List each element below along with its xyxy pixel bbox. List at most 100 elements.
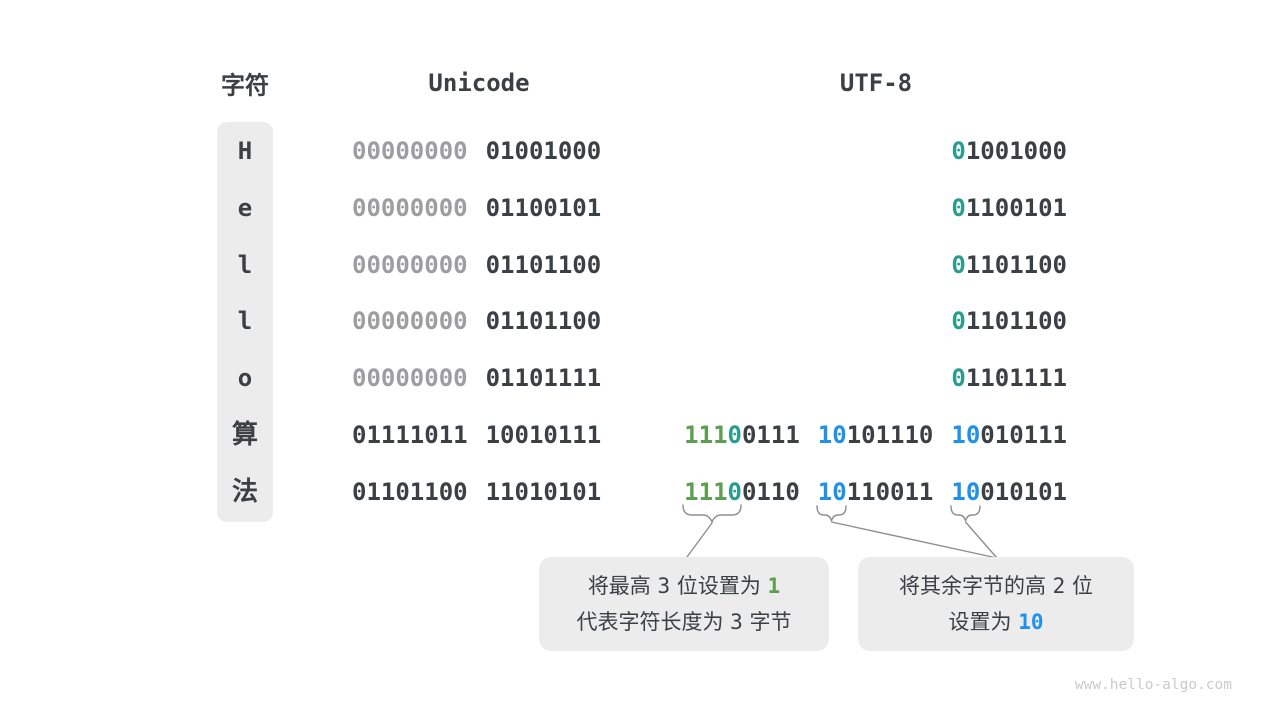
bit-segment: 00000000 (352, 137, 468, 165)
bit-segment: 1 (767, 574, 781, 598)
char-label: l (237, 307, 253, 336)
char-label: 算 (231, 419, 258, 450)
underbrace-continuation-1-icon (816, 505, 847, 522)
bit-segment: 01101100 (485, 250, 602, 279)
utf8-byte: 01101111 (951, 363, 1067, 393)
underbrace-lead-bits-icon (682, 504, 742, 524)
bit-segment: 0 (727, 477, 742, 506)
bit-segment: 10 (817, 477, 847, 506)
utf8-value: 01101100 (951, 250, 1067, 280)
unicode-value: 01111011 10010111 (352, 420, 601, 450)
bit-segment: 0 (951, 364, 966, 392)
unicode-byte: 01101100 (486, 250, 602, 280)
bit-segment: 11010101 (485, 477, 602, 506)
bit-segment: 0110 (741, 477, 800, 506)
unicode-value: 01101100 11010101 (352, 477, 601, 507)
bit-segment: 111 (684, 420, 728, 449)
utf8-byte: 11100111 (684, 420, 800, 450)
bit-segment: 00000000 (352, 193, 468, 222)
bit-segment: 10010111 (485, 420, 602, 449)
bit-segment: 代表字符长度为 (576, 610, 731, 634)
utf8-byte: 10010111 (951, 420, 1067, 450)
connector-line-cont-1 (830, 521, 998, 559)
unicode-byte: 01111011 (352, 420, 468, 450)
unicode-byte: 01100101 (486, 193, 602, 223)
connector-line-cont-2 (964, 521, 998, 559)
unicode-value: 00000000 01101100 (352, 306, 601, 336)
watermark: www.hello-algo.com (1074, 677, 1232, 693)
bit-segment: 01100101 (485, 193, 602, 222)
column-header-unicode: Unicode (428, 69, 530, 97)
column-header-utf8: UTF-8 (839, 69, 913, 97)
unicode-byte: 10010111 (486, 420, 602, 450)
utf8-value: 01100101 (951, 193, 1067, 223)
char-label: 法 (231, 476, 258, 507)
unicode-value: 00000000 01100101 (352, 193, 601, 223)
bit-segment: 0111 (741, 420, 800, 449)
underbrace-continuation-2-icon (950, 505, 981, 522)
bit-segment: 010111 (980, 420, 1067, 449)
utf8-byte: 10010101 (951, 477, 1067, 507)
connector-line-lead (686, 522, 713, 558)
bit-segment: 10 (951, 477, 981, 506)
bit-segment: 位设置为 (670, 574, 768, 598)
bit-segment: 1101111 (965, 364, 1067, 392)
utf8-value: 01001000 (951, 136, 1067, 166)
unicode-byte: 00000000 (352, 250, 468, 280)
unicode-byte: 01101100 (486, 306, 602, 336)
unicode-byte: 00000000 (352, 193, 468, 223)
bit-segment: 111 (684, 477, 728, 506)
bit-segment: 101110 (846, 420, 934, 449)
bit-segment: 设置为 (948, 610, 1019, 634)
unicode-byte: 01101111 (486, 363, 602, 393)
character-column-background (217, 122, 273, 522)
bit-segment: 1100101 (965, 193, 1067, 222)
bit-segment: 将其余字节的高 (898, 574, 1053, 598)
unicode-byte: 00000000 (352, 136, 468, 166)
utf8-byte: 01101100 (951, 250, 1067, 280)
utf8-byte: 11100110 (684, 477, 800, 507)
utf8-byte: 10101110 (818, 420, 934, 450)
bit-segment: 0 (951, 250, 966, 279)
unicode-byte: 01101100 (352, 477, 468, 507)
unicode-byte: 11010101 (486, 477, 602, 507)
callout-continuation-bits: 将其余字节的高 2 位设置为 10 (858, 557, 1134, 651)
bit-segment: 1001000 (965, 137, 1067, 165)
bit-segment: 110011 (846, 477, 934, 506)
utf8-byte: 10110011 (818, 477, 934, 507)
callout-line: 将最高 3 位设置为 1 (539, 568, 829, 604)
unicode-value: 00000000 01101100 (352, 250, 601, 280)
utf8-value: 01101111 (951, 363, 1067, 393)
utf8-byte: 01001000 (951, 136, 1067, 166)
callout-line: 将其余字节的高 2 位 (858, 568, 1134, 604)
bit-segment: 2 (1052, 574, 1066, 598)
unicode-byte: 00000000 (352, 363, 468, 393)
bit-segment: 0 (951, 307, 966, 336)
bit-segment: 00000000 (352, 250, 468, 279)
bit-segment: 01111011 (352, 420, 468, 449)
column-header-char: 字符 (221, 71, 269, 100)
bit-segment: 00000000 (352, 307, 468, 336)
utf8-value: 01101100 (951, 306, 1067, 336)
utf8-byte: 01100101 (951, 193, 1067, 223)
bit-segment: 字节 (742, 610, 792, 634)
bit-segment: 10 (817, 420, 847, 449)
char-label: o (237, 364, 253, 392)
bit-segment: 01101100 (352, 477, 468, 506)
bit-segment: 00000000 (352, 364, 468, 392)
bit-segment: 位 (1065, 574, 1094, 598)
bit-segment: 01101100 (485, 307, 602, 336)
unicode-value: 00000000 01101111 (352, 363, 601, 393)
bit-segment: 0 (727, 420, 742, 449)
bit-segment: 0 (951, 137, 966, 165)
bit-segment: 1101100 (965, 250, 1067, 279)
bit-segment: 0 (951, 193, 966, 222)
